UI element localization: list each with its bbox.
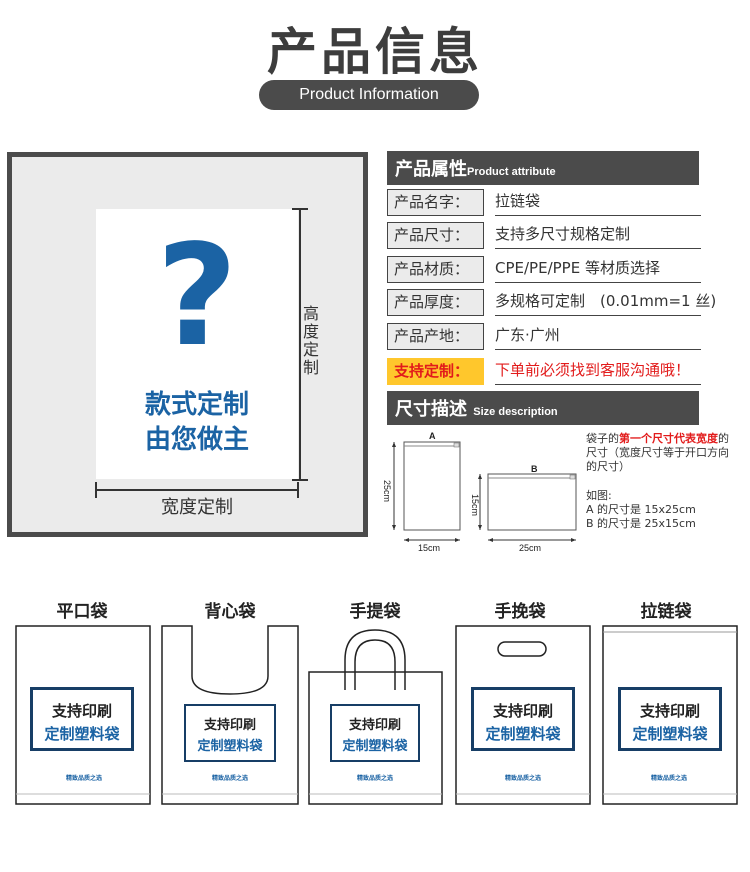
attribute-row: 产品尺寸： 支持多尺寸规格定制	[387, 222, 701, 249]
bag-slogan-line2: 由您做主	[144, 425, 249, 455]
size-header-cn: 尺寸描述	[395, 399, 467, 420]
size-note: 袋子的第一个尺寸代表宽度的尺寸（宽度尺寸等于开口方向的尺寸）	[586, 432, 729, 473]
attribute-value: 广东·广州	[495, 323, 701, 350]
custom-support-key: 支持定制：	[387, 358, 484, 385]
arrow-left-icon	[488, 538, 493, 542]
attribute-row: 产品厚度： 多规格可定制 (0.01mm=1 丝)	[387, 289, 716, 316]
bag-footer-text: 精致品质之选	[505, 775, 542, 782]
bag-footer-text: 精致品质之选	[357, 775, 394, 782]
arrow-up-icon	[392, 442, 396, 447]
attribute-key: 产品产地：	[387, 323, 484, 350]
height-label: 高度定制	[303, 304, 320, 377]
height-dimension-cap-top	[292, 208, 308, 210]
size-note-highlight: 第一个尺寸代表宽度	[619, 432, 718, 445]
attribute-key: 产品名字：	[387, 189, 484, 216]
print-card: 支持印刷定制塑料袋	[471, 687, 575, 751]
size-header: 尺寸描述 Size description	[387, 391, 699, 425]
custom-support-row: 支持定制： 下单前必须找到客服沟通哦！	[387, 358, 701, 385]
attribute-row: 产品名字： 拉链袋	[387, 189, 701, 216]
attribute-value: 支持多尺寸规格定制	[495, 222, 701, 249]
print-card: 支持印刷定制塑料袋	[330, 704, 420, 762]
height-dimension-cap-bottom	[292, 479, 308, 481]
arrow-right-icon	[455, 538, 460, 542]
arrow-up-icon	[478, 474, 482, 479]
width-dimension-cap-left	[95, 482, 97, 498]
width-label: 宽度定制	[161, 497, 233, 518]
arrow-down-icon	[478, 525, 482, 530]
bag-footer-text: 精致品质之选	[212, 775, 249, 782]
bag-type-label: 背心袋	[204, 602, 256, 622]
print-card: 支持印刷定制塑料袋	[184, 704, 276, 762]
attribute-header: 产品属性Product attribute	[387, 151, 699, 185]
bag-type-label: 平口袋	[56, 602, 108, 622]
size-diagram	[392, 441, 577, 542]
bag-type-label: 手提袋	[349, 602, 401, 622]
width-dimension-line	[96, 489, 298, 491]
bag-a-zipper-slider	[453, 442, 460, 448]
custom-support-value: 下单前必须找到客服沟通哦！	[495, 358, 701, 385]
size-header-en: Size description	[473, 406, 558, 418]
product-bag-mockup: ? 款式定制 由您做主	[96, 209, 298, 479]
width-dimension-cap-right	[297, 482, 299, 498]
bag-a-height: 25cm	[382, 479, 393, 503]
print-card: 支持印刷定制塑料袋	[30, 687, 134, 751]
attribute-key: 产品材质：	[387, 256, 484, 283]
bag-type-label: 手挽袋	[494, 602, 546, 622]
attribute-header-en: Product attribute	[467, 166, 556, 178]
attribute-value: 多规格可定制 (0.01mm=1 丝)	[495, 289, 716, 316]
bag-a-width: 15cm	[418, 543, 441, 553]
attribute-value: CPE/PE/PPE 等材质选择	[495, 256, 701, 283]
attribute-header-cn: 产品属性	[395, 159, 467, 180]
attribute-key: 产品厚度：	[387, 289, 484, 316]
bag-b-height: 15cm	[470, 493, 481, 517]
question-mark-icon: ?	[156, 215, 238, 378]
height-dimension-line	[299, 209, 301, 481]
bag-footer-text: 精致品质之选	[66, 775, 103, 782]
bag-a-label: A	[429, 431, 436, 441]
page-title: 产品信息	[267, 23, 483, 81]
arrow-down-icon	[392, 525, 396, 530]
product-image-frame: ? 款式定制 由您做主 高度定制 宽度定制	[7, 152, 368, 537]
attribute-row: 产品材质： CPE/PE/PPE 等材质选择	[387, 256, 701, 283]
attribute-value: 拉链袋	[495, 189, 701, 216]
bag-b-zipper-slider	[569, 474, 576, 480]
handle-bag-handle-outer	[344, 629, 406, 690]
bag-type-label: 拉链袋	[640, 602, 692, 622]
bag-slogan-line1: 款式定制	[144, 390, 249, 420]
size-example: 如图: A 的尺寸是 15x25cm B 的尺寸是 25x15cm	[586, 489, 696, 530]
page-subtitle: Product Information	[259, 80, 479, 110]
bag-a-shape	[403, 441, 461, 531]
bag-footer-text: 精致品质之选	[651, 775, 688, 782]
bag-b-width: 25cm	[519, 543, 542, 553]
arrow-left-icon	[404, 538, 409, 542]
handle-bag-handle-inner	[354, 639, 396, 690]
print-card: 支持印刷定制塑料袋	[618, 687, 722, 751]
arrow-right-icon	[571, 538, 576, 542]
bag-b-label: B	[531, 464, 538, 474]
attribute-key: 产品尺寸：	[387, 222, 484, 249]
bag-b-shape	[487, 473, 577, 531]
diecut-bag-handle-hole	[497, 641, 547, 657]
attribute-row: 产品产地： 广东·广州	[387, 323, 701, 350]
